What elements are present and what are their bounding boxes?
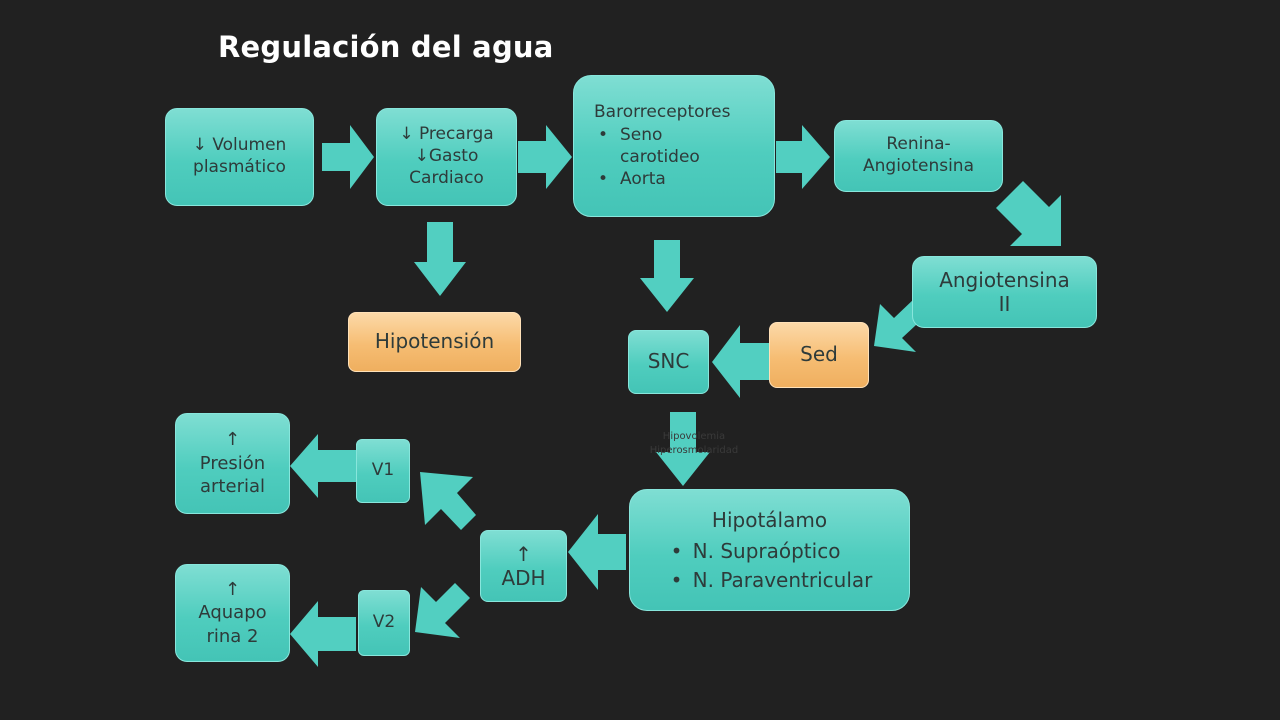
arrow-barorreceptores-to-renina: [776, 125, 830, 189]
node-precarga: ↓ Precarga ↓Gasto Cardiaco: [376, 108, 517, 206]
node-volumen-plasmatico: ↓ Volumen plasmático: [165, 108, 314, 206]
arrow-v1-to-presion: [290, 434, 356, 498]
node-aquaporina-2: ↑ Aquapo rina 2: [175, 564, 290, 662]
node-v1: V1: [356, 439, 410, 503]
arrow-adh-to-v1: [420, 472, 476, 530]
snc-annotation: Hipovolemia Hiperosmolaridad: [649, 431, 739, 456]
node-sed: Sed: [769, 322, 869, 388]
node-snc: SNC: [628, 330, 709, 394]
node-renina-angiotensina: Renina- Angiotensina: [834, 120, 1003, 192]
node-adh: ↑ ADH: [480, 530, 567, 602]
arrow-adh-to-v2: [415, 583, 470, 638]
arrow-barorreceptores-to-snc: [640, 240, 694, 312]
arrow-renina-to-angiotensina: [996, 181, 1061, 246]
arrow-volumen-to-precarga: [322, 125, 374, 189]
arrow-precarga-to-barorreceptores: [518, 125, 572, 189]
node-angiotensina-ii: Angiotensina II: [912, 256, 1097, 328]
node-hipotalamo: Hipotálamo N. Supraóptico N. Paraventric…: [629, 489, 910, 611]
node-v2: V2: [358, 590, 410, 656]
arrow-snc-to-hipotalamo: [656, 412, 710, 486]
arrow-hipotalamo-to-adh: [568, 514, 626, 590]
slide-title: Regulación del agua: [218, 30, 554, 64]
arrow-precarga-to-hipotension: [414, 222, 466, 296]
node-presion-arterial: ↑ Presión arterial: [175, 413, 290, 514]
arrow-v2-to-aquaporina: [290, 601, 356, 667]
hipotalamo-list: N. Supraóptico N. Paraventricular: [667, 537, 873, 595]
list-item-aorta: Aorta: [594, 169, 700, 191]
list-item-supraoptico: N. Supraóptico: [667, 537, 873, 566]
node-hipotension: Hipotensión: [348, 312, 521, 372]
list-item-paraventricular: N. Paraventricular: [667, 566, 873, 595]
arrow-sed-to-snc: [712, 325, 770, 398]
